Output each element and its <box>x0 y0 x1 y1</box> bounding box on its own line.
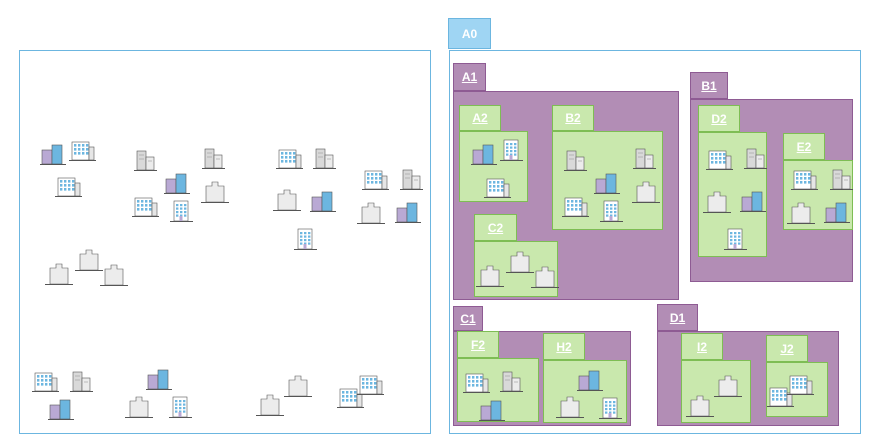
warehouse-icon <box>702 188 732 214</box>
warehouse-icon <box>685 392 715 418</box>
warehouse-icon <box>631 178 661 204</box>
towers-icon <box>311 146 339 170</box>
towers-icon <box>398 167 426 191</box>
warehouse-icon <box>44 260 74 286</box>
office-building-icon <box>562 194 590 218</box>
towers-icon <box>498 369 526 393</box>
building-pair-icon <box>164 171 192 195</box>
apartment-building-icon <box>598 199 626 223</box>
office-building-icon <box>463 370 491 394</box>
warehouse-icon <box>99 261 129 287</box>
root-tab-a0[interactable]: A0 <box>448 18 491 49</box>
building-pair-icon <box>146 367 174 391</box>
towers-icon <box>200 146 228 170</box>
group-d2-tab[interactable]: D2 <box>698 105 740 132</box>
building-pair-icon <box>48 397 76 421</box>
group-h2-tab[interactable]: H2 <box>543 333 585 360</box>
warehouse-icon <box>74 246 104 272</box>
apartment-building-icon <box>722 227 750 251</box>
group-d1-tab[interactable]: D1 <box>657 304 698 331</box>
apartment-building-icon <box>168 199 196 223</box>
apartment-building-icon <box>597 396 625 420</box>
office-building-icon <box>337 385 365 409</box>
warehouse-icon <box>505 248 535 274</box>
apartment-building-icon <box>498 138 526 162</box>
towers-icon <box>562 148 590 172</box>
building-pair-icon <box>395 200 423 224</box>
warehouse-icon <box>200 178 230 204</box>
warehouse-icon <box>255 391 285 417</box>
building-pair-icon <box>577 368 605 392</box>
warehouse-icon <box>713 372 743 398</box>
office-building-icon <box>357 372 385 396</box>
group-a2-tab[interactable]: A2 <box>459 105 501 131</box>
group-c1-tab[interactable]: C1 <box>453 306 483 331</box>
group-e2-tab[interactable]: E2 <box>783 133 825 160</box>
warehouse-icon <box>356 199 386 225</box>
office-building-icon <box>362 167 390 191</box>
towers-icon <box>828 167 856 191</box>
group-i2-tab[interactable]: I2 <box>681 333 723 360</box>
office-building-icon <box>791 167 819 191</box>
group-c2-tab[interactable]: C2 <box>474 214 517 241</box>
office-building-icon <box>706 147 734 171</box>
building-pair-icon <box>471 142 499 166</box>
warehouse-icon <box>555 393 585 419</box>
office-building-icon <box>484 175 512 199</box>
office-building-icon <box>32 369 60 393</box>
group-b2-tab[interactable]: B2 <box>552 105 594 131</box>
group-b1-tab[interactable]: B1 <box>690 72 728 99</box>
office-building-icon <box>276 146 304 170</box>
warehouse-icon <box>475 262 505 288</box>
building-pair-icon <box>310 189 338 213</box>
towers-icon <box>631 146 659 170</box>
towers-icon <box>68 369 96 393</box>
group-f2-tab[interactable]: F2 <box>457 331 499 358</box>
office-building-icon <box>69 138 97 162</box>
building-pair-icon <box>40 142 68 166</box>
towers-icon <box>132 148 160 172</box>
building-pair-icon <box>824 200 852 224</box>
apartment-building-icon <box>167 395 195 419</box>
building-pair-icon <box>479 398 507 422</box>
apartment-building-icon <box>292 227 320 251</box>
warehouse-icon <box>530 263 560 289</box>
office-building-icon <box>767 384 795 408</box>
building-pair-icon <box>594 171 622 195</box>
office-building-icon <box>787 372 815 396</box>
building-pair-icon <box>740 189 768 213</box>
group-a1-tab[interactable]: A1 <box>453 63 486 91</box>
warehouse-icon <box>283 372 313 398</box>
warehouse-icon <box>124 393 154 419</box>
ungrouped-panel <box>19 50 431 434</box>
office-building-icon <box>132 194 160 218</box>
warehouse-icon <box>272 186 302 212</box>
warehouse-icon <box>786 199 816 225</box>
group-j2-tab[interactable]: J2 <box>766 335 808 362</box>
office-building-icon <box>55 174 83 198</box>
towers-icon <box>742 146 770 170</box>
